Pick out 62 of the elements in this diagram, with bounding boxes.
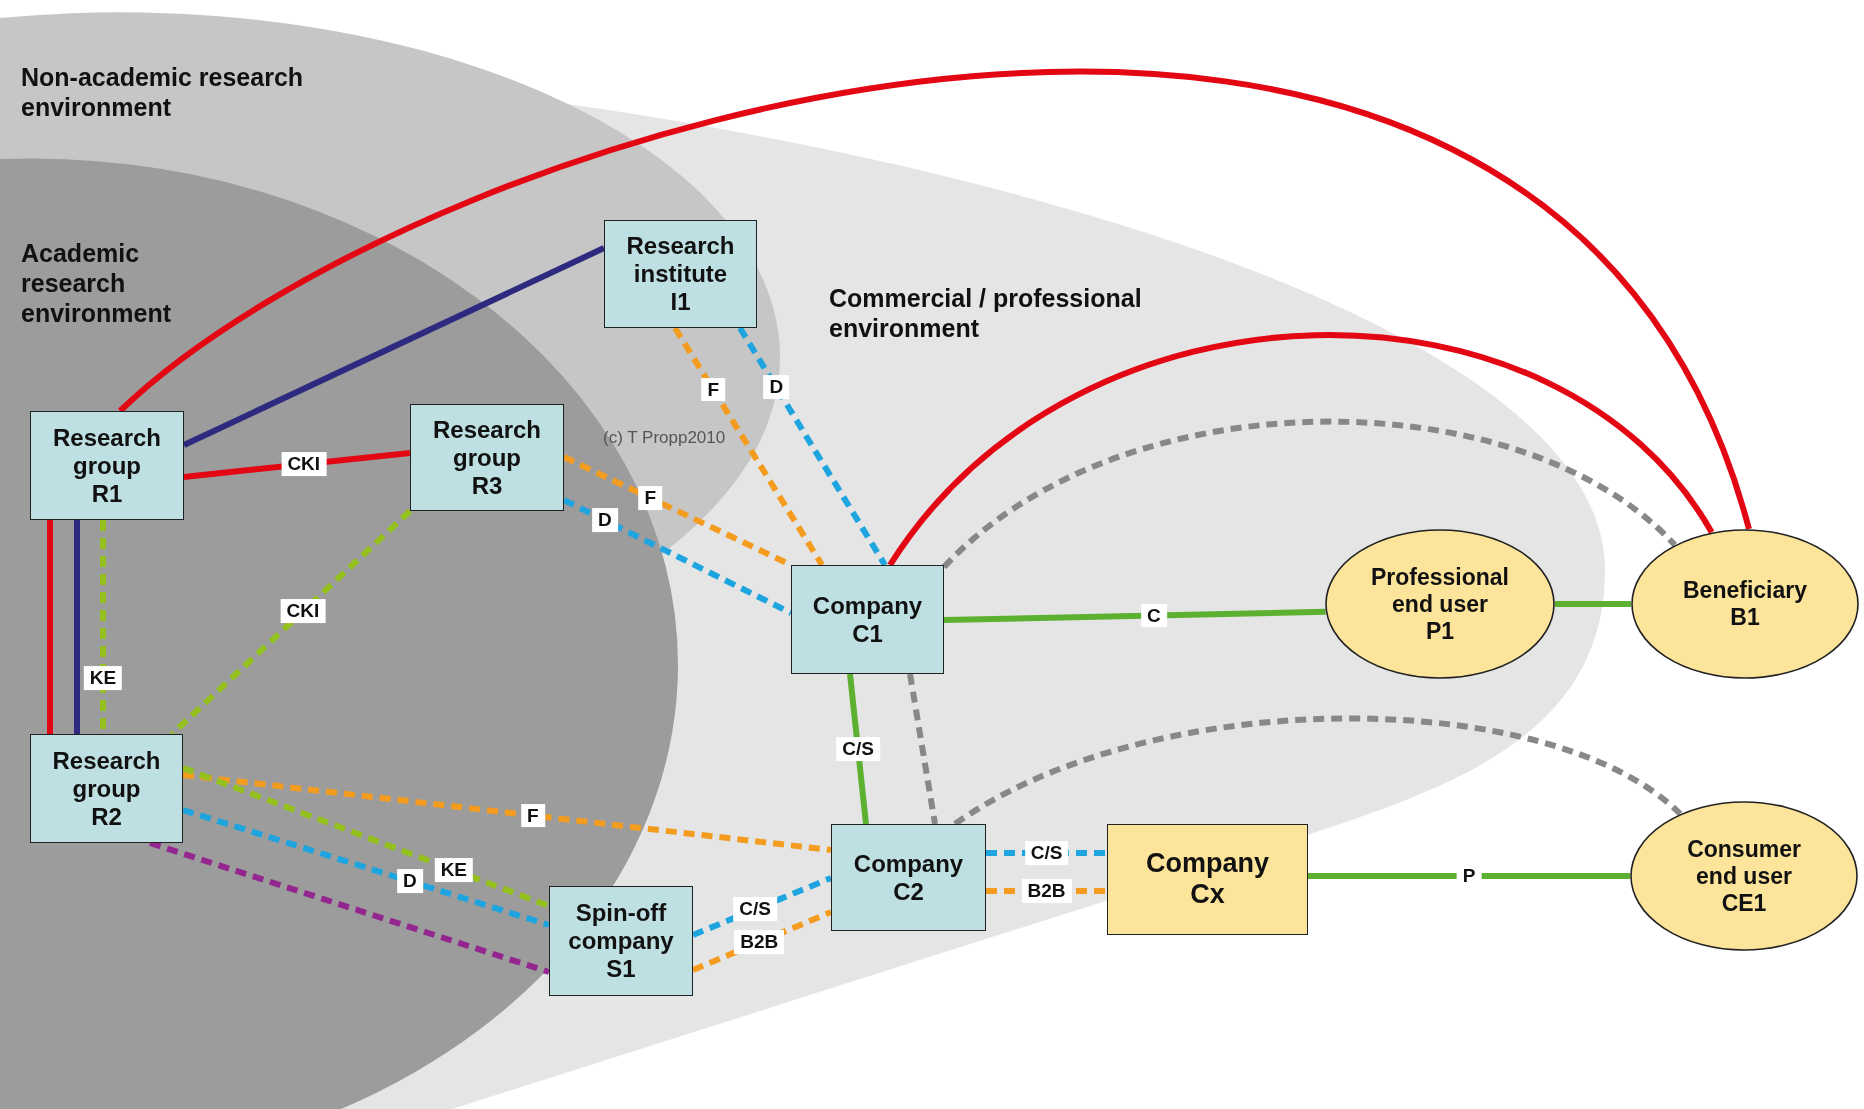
organization-box xyxy=(549,886,693,996)
edge-label: D xyxy=(592,508,618,533)
connector-line xyxy=(181,765,551,909)
connector-line xyxy=(182,245,606,448)
organization-box xyxy=(831,824,986,931)
organization-box xyxy=(791,565,944,674)
connector-line xyxy=(562,497,793,616)
node-label: Beneficiary B1 xyxy=(1682,577,1808,631)
edge-label: KE xyxy=(434,858,474,883)
copyright-note: (c) T Propp2010 xyxy=(603,428,726,449)
node-label: Company C2 xyxy=(852,849,965,906)
connector-line xyxy=(182,772,832,853)
node-label: Consumer end user CE1 xyxy=(1686,835,1802,917)
edge-label: B2B xyxy=(1021,879,1072,903)
connector-line xyxy=(74,520,80,734)
connector-line xyxy=(737,326,888,567)
edge-label: C/S xyxy=(1024,841,1069,865)
edge-label: KE xyxy=(83,666,123,691)
node-label: Professional end user P1 xyxy=(1369,563,1510,645)
organization-box xyxy=(30,734,183,843)
edge-label: B2B xyxy=(734,930,785,955)
user-ellipse xyxy=(1325,529,1555,679)
region-label: Non-academic research environment xyxy=(21,62,304,122)
connector-line xyxy=(149,840,550,975)
edge-label: C xyxy=(1141,603,1167,628)
organization-box xyxy=(410,404,564,511)
node-label: Research group R2 xyxy=(51,746,162,831)
organization-box xyxy=(30,411,184,520)
node-label: Spin-off company S1 xyxy=(567,898,675,984)
connector-line xyxy=(47,520,53,734)
edge-label: D xyxy=(397,869,423,894)
node-label: Research group R3 xyxy=(431,415,543,500)
node-label: Research institute I1 xyxy=(625,231,736,317)
edge-label: D xyxy=(763,375,790,400)
node-label: Company C1 xyxy=(811,591,924,648)
edge-label: CKI xyxy=(280,599,326,624)
organization-box xyxy=(604,220,757,328)
connector-line xyxy=(907,673,938,825)
region-label: Academic research environment xyxy=(21,238,172,328)
edge-label: F xyxy=(638,486,663,510)
node-label: Company Cx xyxy=(1145,847,1270,912)
edge-label: F xyxy=(521,803,545,828)
connector-line xyxy=(1555,601,1631,607)
region-label: Commercial / professional environment xyxy=(829,283,1142,343)
user-ellipse xyxy=(1630,801,1858,951)
organization-box xyxy=(1107,824,1308,935)
edge-label: F xyxy=(701,377,725,402)
connector-line xyxy=(1308,873,1630,879)
connector-line xyxy=(118,70,1752,531)
user-ellipse xyxy=(1631,529,1859,679)
connector-line xyxy=(672,326,825,567)
connector-line xyxy=(942,418,1677,570)
edge-label: C/S xyxy=(733,897,777,922)
connector-line xyxy=(169,508,413,737)
connector-line xyxy=(887,332,1715,567)
node-label: Research group R1 xyxy=(51,423,163,508)
connector-line xyxy=(182,807,550,928)
edge-label: CKI xyxy=(281,452,327,477)
connector-line xyxy=(943,608,1326,623)
connector-line xyxy=(953,715,1683,827)
connector-line xyxy=(847,673,869,825)
edge-label: C/S xyxy=(836,737,880,761)
